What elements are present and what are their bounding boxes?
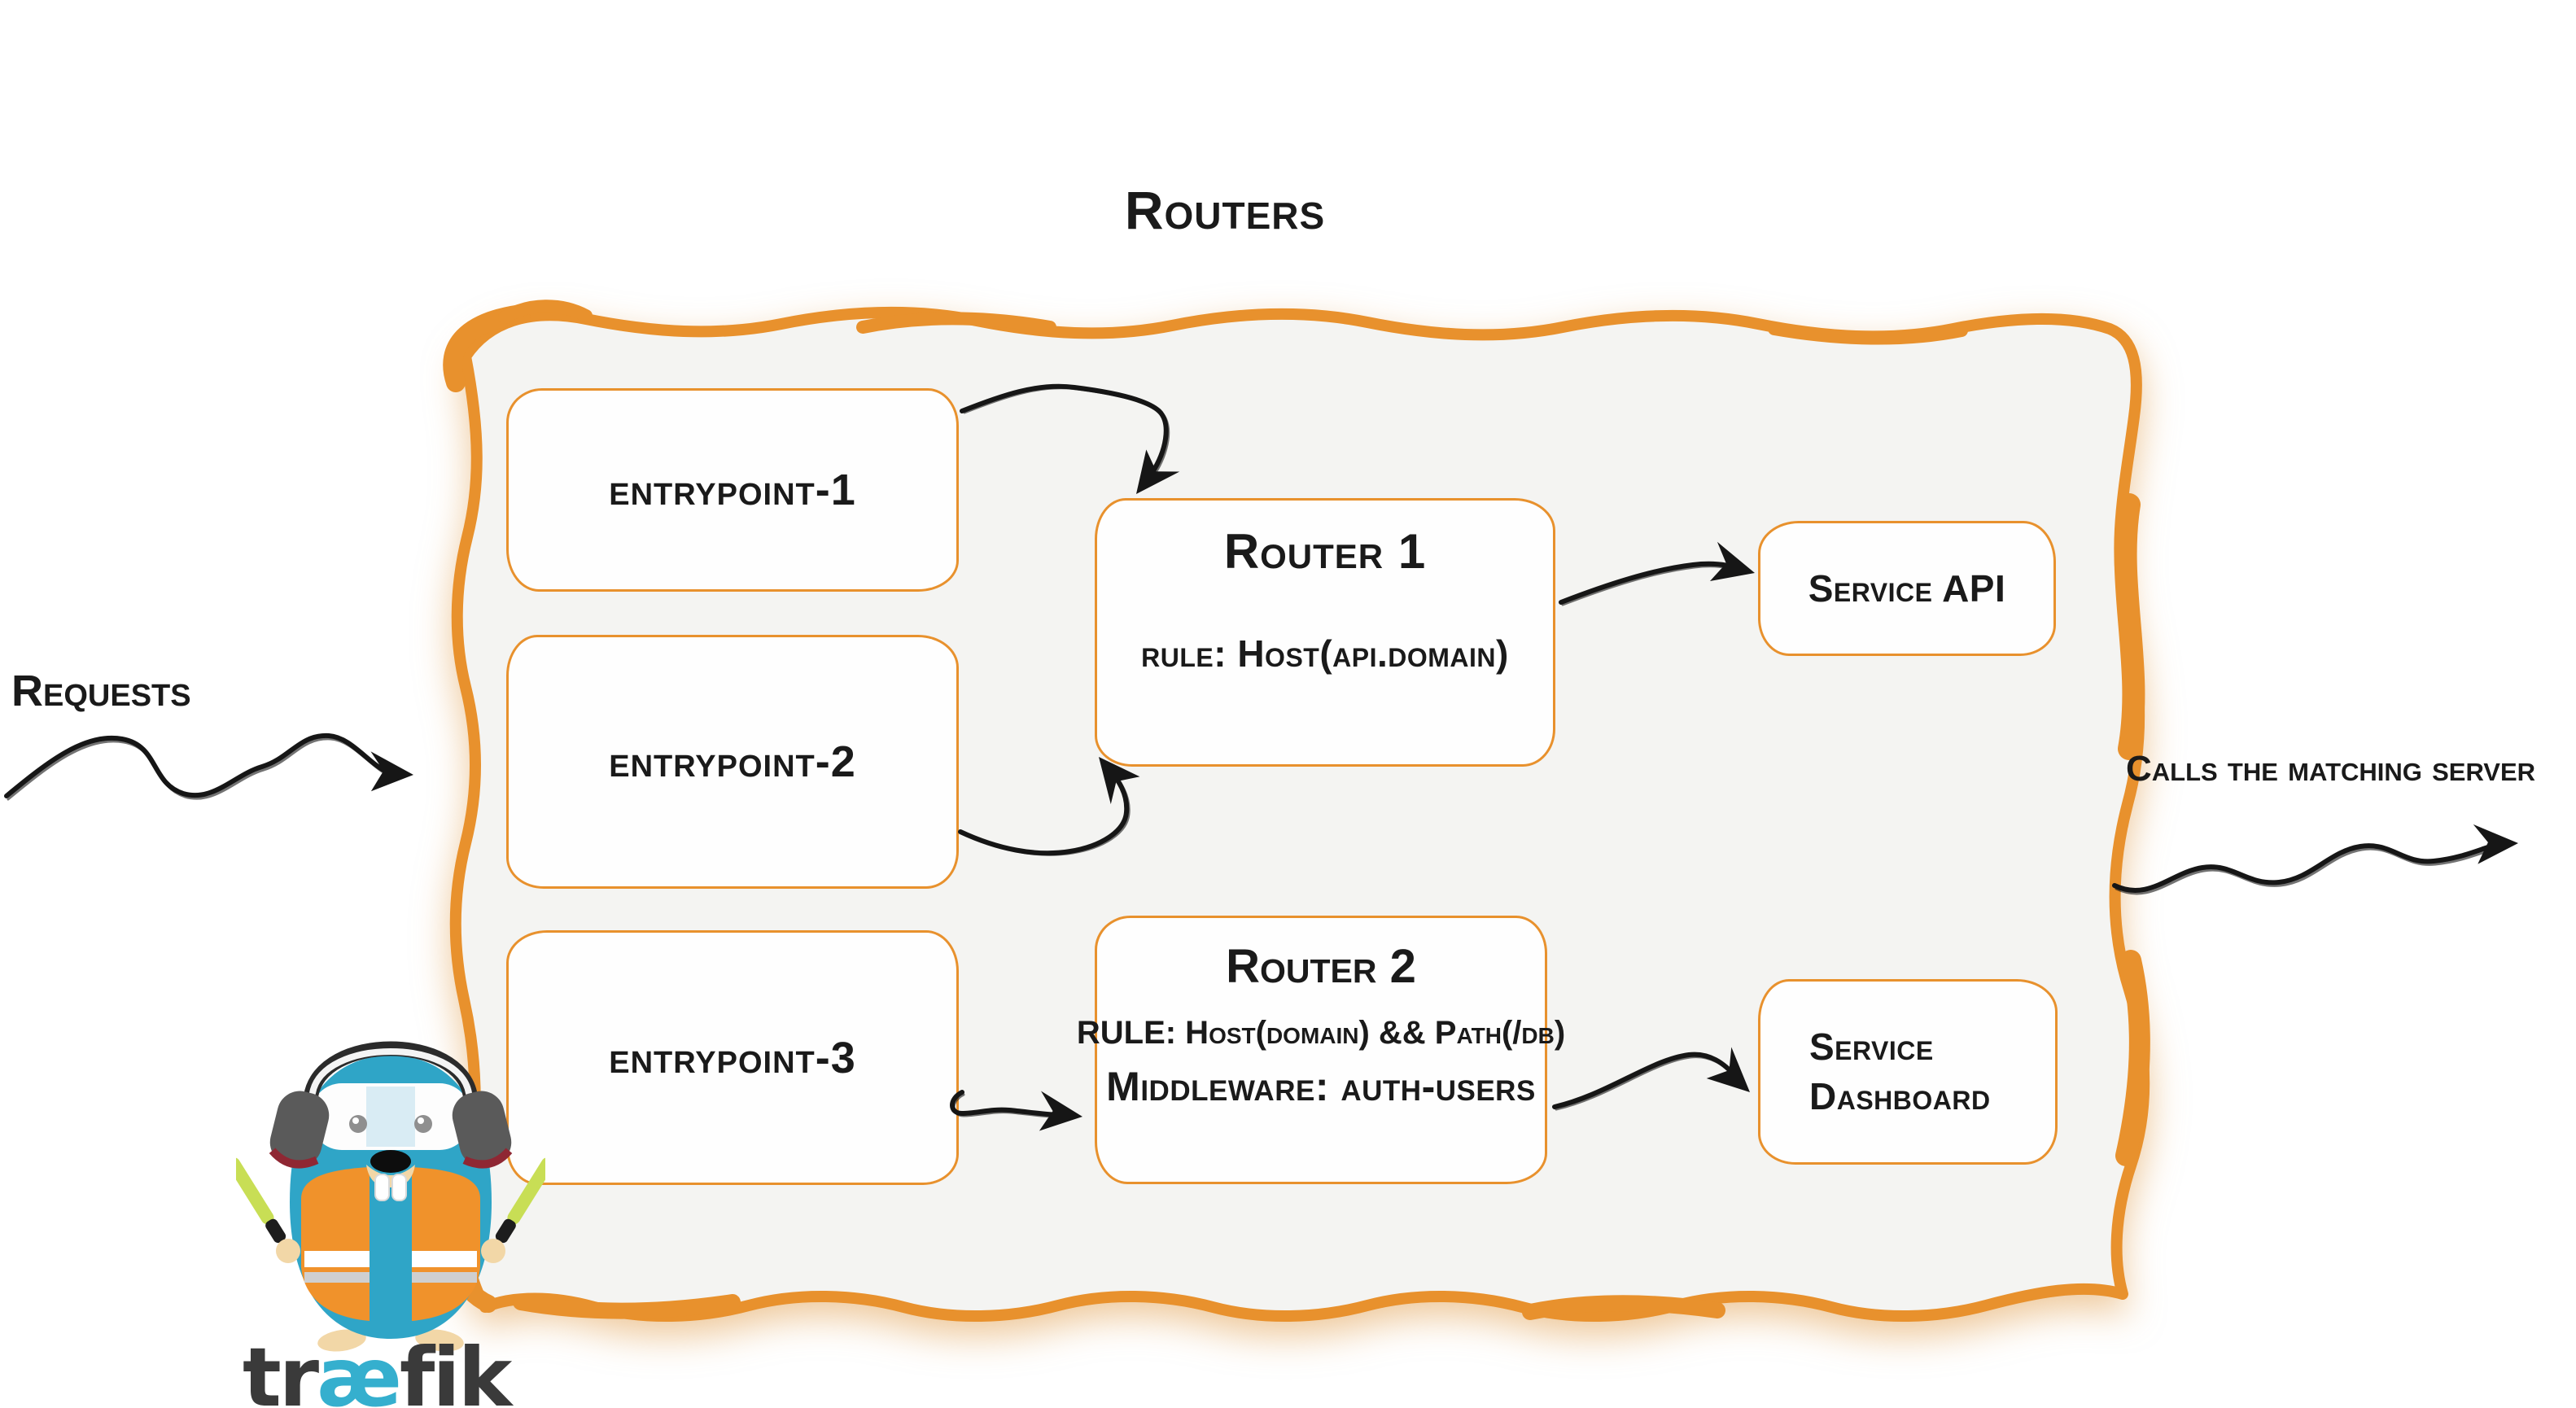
right-light-stick — [495, 1157, 545, 1244]
service-api-label: Service API — [1808, 567, 2006, 610]
traefik-wordmark: træfik — [243, 1330, 512, 1408]
entrypoint-3-label: entrypoint-3 — [609, 1033, 856, 1082]
router-2-rule: RULE: Host(domain) && Path(/db) — [1076, 1015, 1566, 1051]
arrow-router1-service-api — [1559, 541, 1755, 606]
router-1-box: Router 1 rule: Host(api.domain) — [1095, 498, 1555, 767]
router-2-middleware: Middleware: auth-users — [1106, 1064, 1536, 1109]
calls-matching-server-label: Calls the matching server — [2126, 749, 2536, 789]
headphone-ear-cups — [269, 1091, 513, 1169]
router-1-title: Router 1 — [1223, 524, 1427, 579]
router-2-title: Router 2 — [1226, 940, 1416, 993]
router-1-rule: rule: Host(api.domain) — [1141, 632, 1509, 675]
arrow-entrypoint3-router2 — [950, 1090, 1082, 1131]
entrypoint-3-box: entrypoint-3 — [506, 930, 959, 1185]
calls-matching-server-arrow — [2112, 824, 2518, 895]
requests-label: Requests — [11, 667, 191, 715]
requests-arrow — [4, 732, 413, 801]
service-dashboard-box: Service Dashboard — [1758, 979, 2058, 1165]
service-api-box: Service API — [1758, 521, 2056, 656]
entrypoint-2-label: entrypoint-2 — [609, 737, 856, 786]
service-dashboard-label-line2: Dashboard — [1809, 1075, 1991, 1117]
wordmark-part-tr: tr — [243, 1330, 319, 1408]
entrypoint-1-label: entrypoint-1 — [609, 466, 856, 514]
service-dashboard-label-line1: Service — [1809, 1025, 1934, 1069]
panel-brush-accents — [443, 300, 2150, 1320]
arrow-router2-service-dashboard — [1552, 1047, 1750, 1111]
left-light-stick — [236, 1157, 286, 1244]
entrypoint-2-box: entrypoint-2 — [506, 635, 959, 889]
arrow-entrypoint2-router1 — [958, 757, 1140, 856]
entrypoint-1-box: entrypoint-1 — [506, 388, 959, 592]
wordmark-part-fik: fik — [399, 1330, 512, 1408]
wordmark-part-ae: æ — [317, 1330, 402, 1408]
arrow-entrypoint1-router1 — [960, 383, 1180, 494]
router-2-box: Router 2 RULE: Host(domain) && Path(/db)… — [1077, 916, 1565, 1184]
diagram-title: Routers — [1124, 180, 1326, 240]
traefik-gopher-mascot-icon — [236, 1041, 545, 1352]
